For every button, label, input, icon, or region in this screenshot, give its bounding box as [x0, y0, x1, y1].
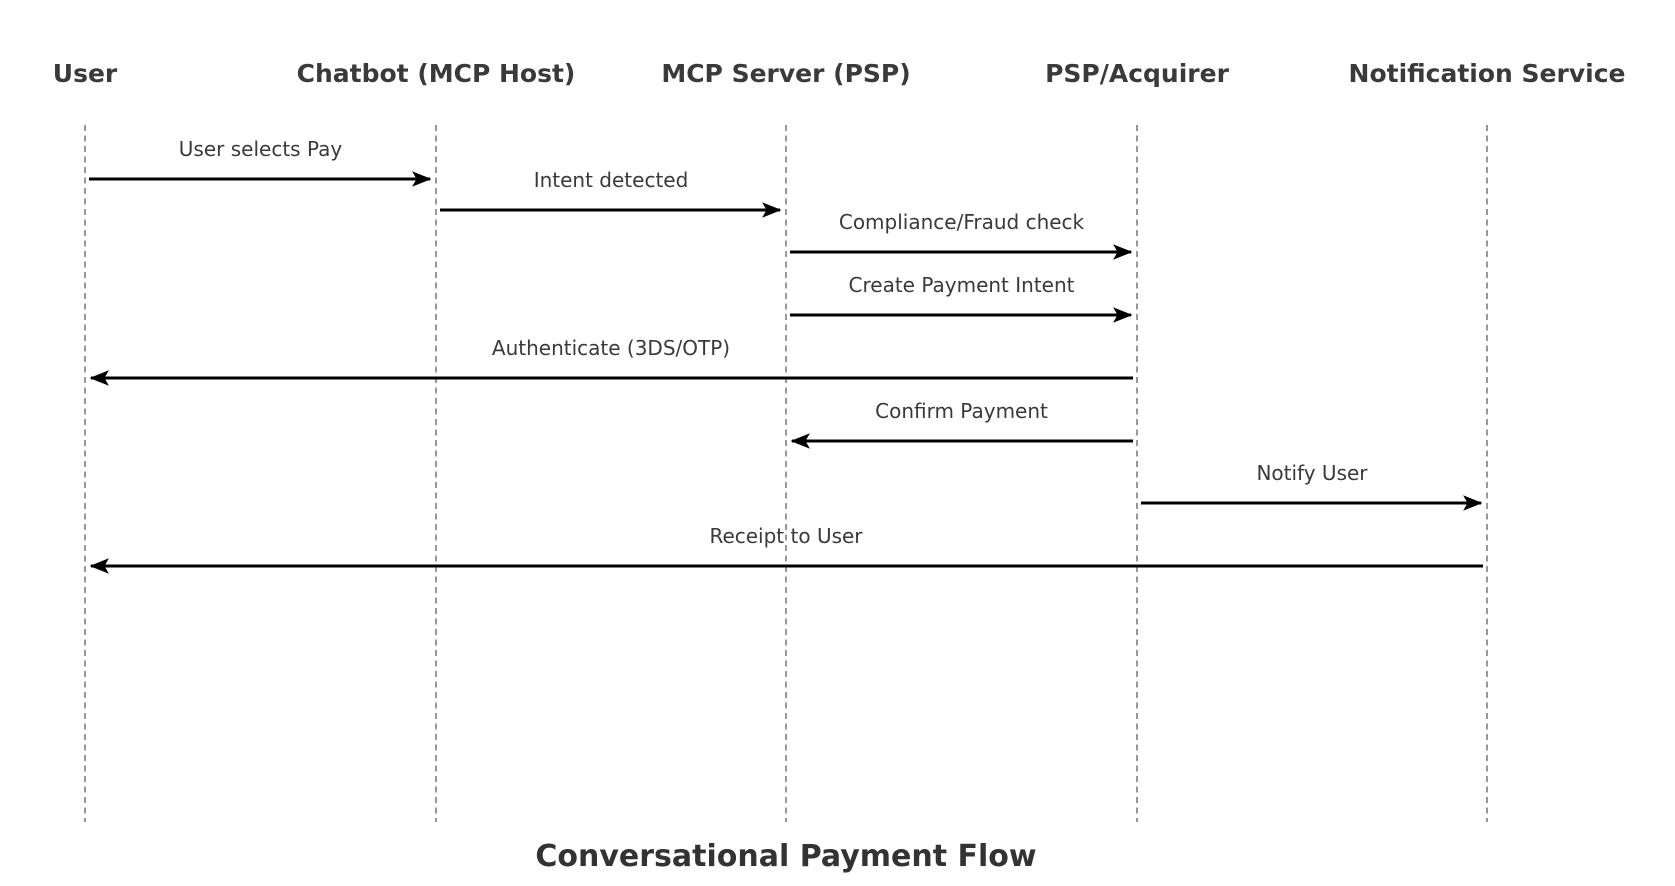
message-label-7: Notify User — [1256, 461, 1368, 485]
lifelines-group — [84, 125, 1488, 822]
actor-label-notification-service: Notification Service — [1349, 59, 1626, 88]
message-label-5: Authenticate (3DS/OTP) — [492, 336, 730, 360]
arrows-group — [89, 171, 1483, 574]
actor-label-chatbot-mcp-host: Chatbot (MCP Host) — [297, 59, 576, 88]
message-label-3: Compliance/Fraud check — [839, 210, 1085, 234]
message-label-6: Confirm Payment — [875, 399, 1048, 423]
labels-group: User Chatbot (MCP Host) MCP Server (PSP) PS… — [53, 59, 1626, 548]
message-label-8: Receipt to User — [709, 524, 863, 548]
actor-label-user: User — [53, 59, 118, 88]
message-label-2: Intent detected — [534, 168, 689, 192]
message-label-4: Create Payment Intent — [849, 273, 1075, 297]
message-label-1: User selects Pay — [179, 137, 343, 161]
actor-label-psp-acquirer: PSP/Acquirer — [1045, 59, 1229, 88]
actor-label-mcp-server-psp: MCP Server (PSP) — [661, 59, 910, 88]
diagram-title: Conversational Payment Flow — [535, 839, 1036, 874]
